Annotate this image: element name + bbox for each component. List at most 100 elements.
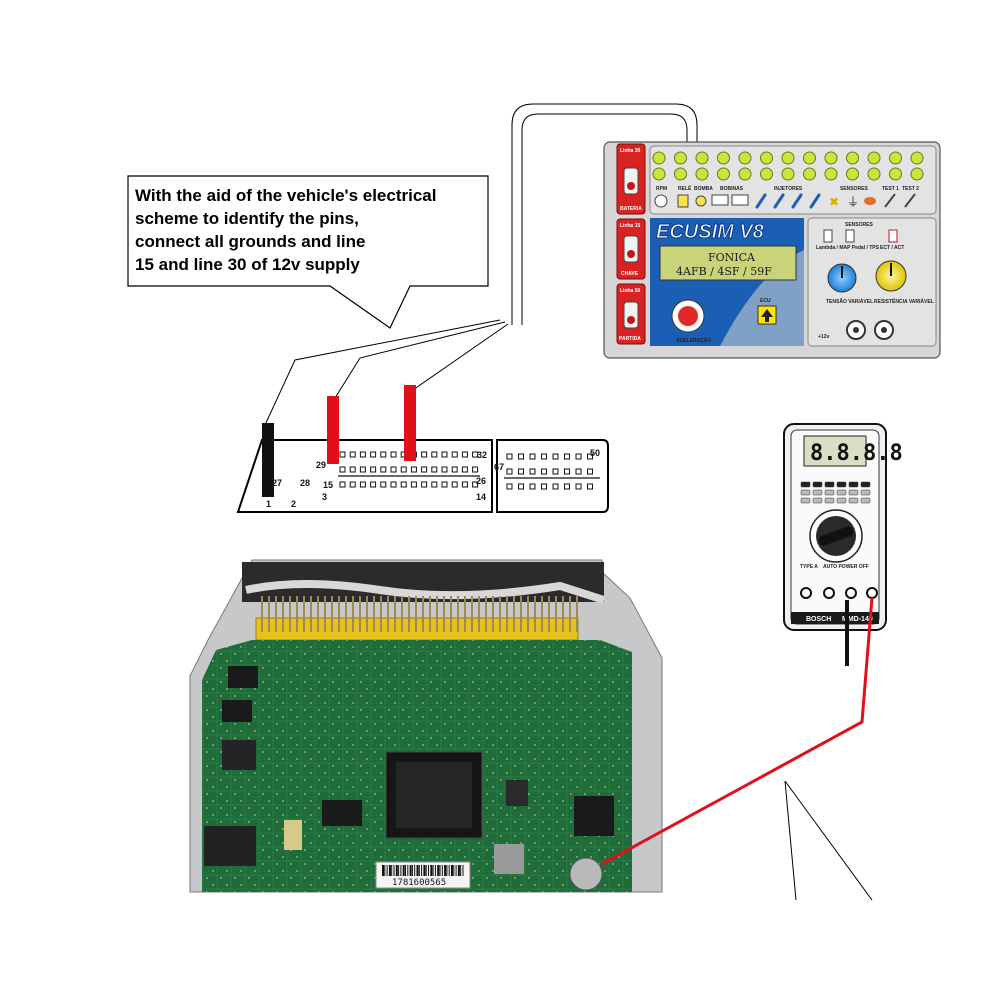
callout-pointer [784,780,873,901]
led-indicator [695,151,709,165]
auto-off-label: AUTO POWER OFF [823,564,869,570]
led-indicator [738,167,752,181]
led-indicator [760,151,773,165]
barcode-bar [432,865,434,876]
connector-pin [541,453,547,460]
sensors-header: SENSORES [845,222,873,228]
lcd-line-1: FONICA [708,251,756,264]
connector-pin [575,468,582,475]
led-indicator [846,151,859,165]
tension-label: TENSÃO VARIÁVEL [826,298,873,305]
jack-ma[interactable] [823,587,835,599]
simulator-logo: ECUSIM V8 [656,221,765,243]
injector-3-icon [791,193,803,209]
simulator-lcd [659,245,797,281]
barcode-bar [437,865,440,876]
connector-pin [339,466,346,473]
multimeter-key [824,481,835,488]
barcode-number: 1781600565 [392,878,446,888]
multimeter-key [812,489,823,496]
multimeter-key [824,497,835,504]
connector-pin [421,481,428,488]
connector-pin [461,481,468,488]
model-label: MMD-140 [842,616,873,623]
multimeter-digits: 8.8.8.8 [810,441,903,466]
line50-toggle-switch[interactable] [627,316,635,324]
pin-14-label: 14 [476,492,486,502]
led-indicator [803,167,816,181]
connector-pin [410,466,417,473]
type-a-label: TYPE A [800,564,818,570]
connector-pin [587,468,593,475]
ecu-connector-pinout: 29 32 67 27 28 15 26 1 2 3 14 50 [236,385,609,513]
jack-volt[interactable] [866,587,878,599]
rpm-label: RPM [656,186,667,192]
led-indicator [867,167,881,181]
sensors-control-area: SENSORES Lambda / MAP Pedal / TPS ECT / … [807,217,937,347]
multimeter-key [860,489,871,496]
barcode-bar [421,865,423,876]
acceleration-label: ACELERAÇÃO [676,337,711,344]
injector-4-icon [809,193,821,209]
barcode-bar [414,865,416,876]
barcode-bar [411,865,413,876]
connector-pin [421,466,428,473]
multimeter-key [836,489,847,496]
connector-pin [451,466,458,473]
arrow-up-icon [761,309,773,322]
connector-pin [380,481,387,488]
multimeter-buttons [800,481,871,504]
injector-1-icon [755,193,767,209]
jack-com[interactable] [845,587,857,599]
connector-pin [518,453,524,460]
led-indicator [738,151,752,165]
barcode-bar [430,865,433,876]
chip-4 [322,800,362,826]
connector-pin [370,481,377,488]
connector-pin [541,468,547,475]
line30-toggle-switch[interactable] [627,182,635,190]
rpm-gauge-icon [654,194,668,208]
connector-pin [421,451,428,458]
pin-2-label: 2 [291,499,296,509]
pump-label: BOMBA [694,186,713,192]
ecu-circuit-board: 1781600565 [189,559,663,893]
brand-strip [791,612,879,624]
connector-pin [564,483,570,490]
connector-pin [390,451,397,458]
barcode-bar [388,865,391,876]
led-indicator [803,151,816,165]
multimeter-key [860,497,871,504]
connector-pin [529,468,536,475]
multimeter-key [824,489,835,496]
connector-pin [359,481,366,488]
led-indicator [889,167,902,181]
led-indicator [781,167,795,181]
jack-10a[interactable] [800,587,812,599]
red-test-lead [601,597,874,866]
chip-1 [228,666,258,688]
led-indicator [717,151,730,165]
ecu-label: ECU [760,298,771,304]
barcode-bar [453,865,455,876]
pin-27-label: 27 [272,478,282,488]
connector-pin [370,451,377,458]
connector-pin [541,483,547,490]
barcode-bar [398,865,400,876]
relay-icon [677,194,689,208]
pump-icon [695,195,707,207]
cable-harness [264,103,698,426]
fan-icon: ✖ [829,195,839,209]
connector-pin [349,481,356,488]
connector-pin [587,483,593,490]
ignition-label: CHAVE [621,271,639,277]
barcode-bar [418,865,420,876]
probe-2-icon [904,193,916,208]
acceleration-knob[interactable] [678,306,698,326]
led-indicator [824,151,838,165]
line15-toggle-switch[interactable] [627,250,635,258]
crystal [506,780,528,806]
led-indicator-area: RPM RELÉ BOMBA BOBINAS INJETORES SENSORE… [649,145,937,215]
led-rows [652,151,924,181]
instruction-callout: With the aid of the vehicle's electrical… [127,175,489,329]
